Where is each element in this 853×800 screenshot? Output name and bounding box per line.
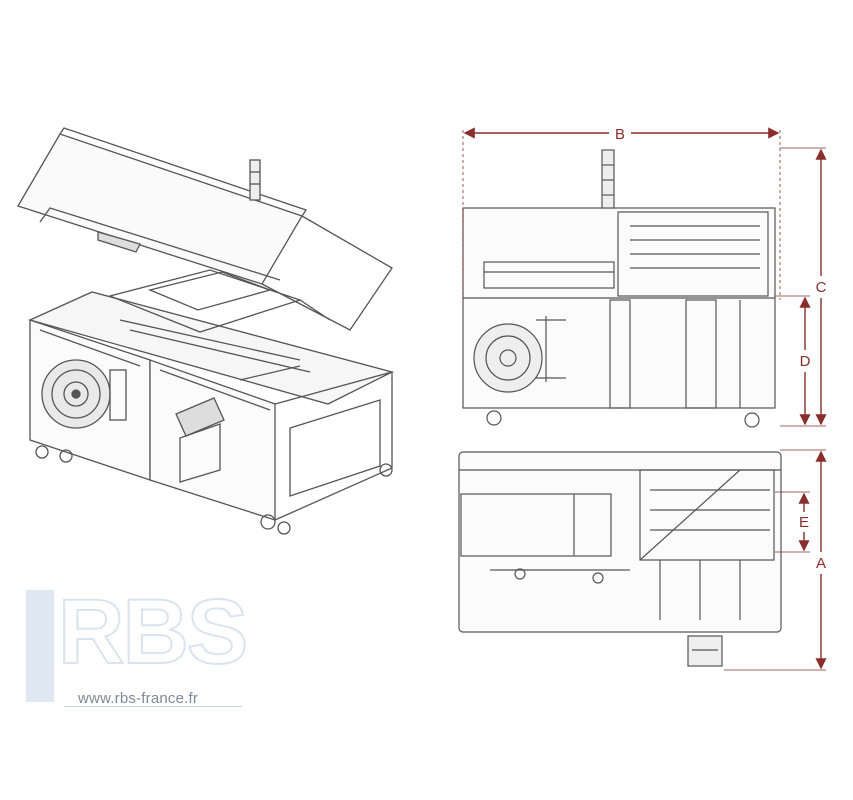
top-view xyxy=(458,451,782,667)
dimension-a-label: A xyxy=(816,555,826,572)
watermark-url: www.rbs-france.fr xyxy=(78,690,199,707)
watermark-logo: RBS xyxy=(57,581,249,683)
isometric-view xyxy=(17,127,394,535)
dimension-b-label: B xyxy=(615,126,625,143)
watermark-bar xyxy=(26,590,54,702)
front-view xyxy=(462,149,776,428)
dimension-lines xyxy=(462,127,827,671)
dimension-c-label: C xyxy=(816,279,827,296)
dimension-e-label: E xyxy=(799,514,809,531)
dimension-d-label: D xyxy=(800,353,811,370)
watermark-rule xyxy=(64,706,242,707)
